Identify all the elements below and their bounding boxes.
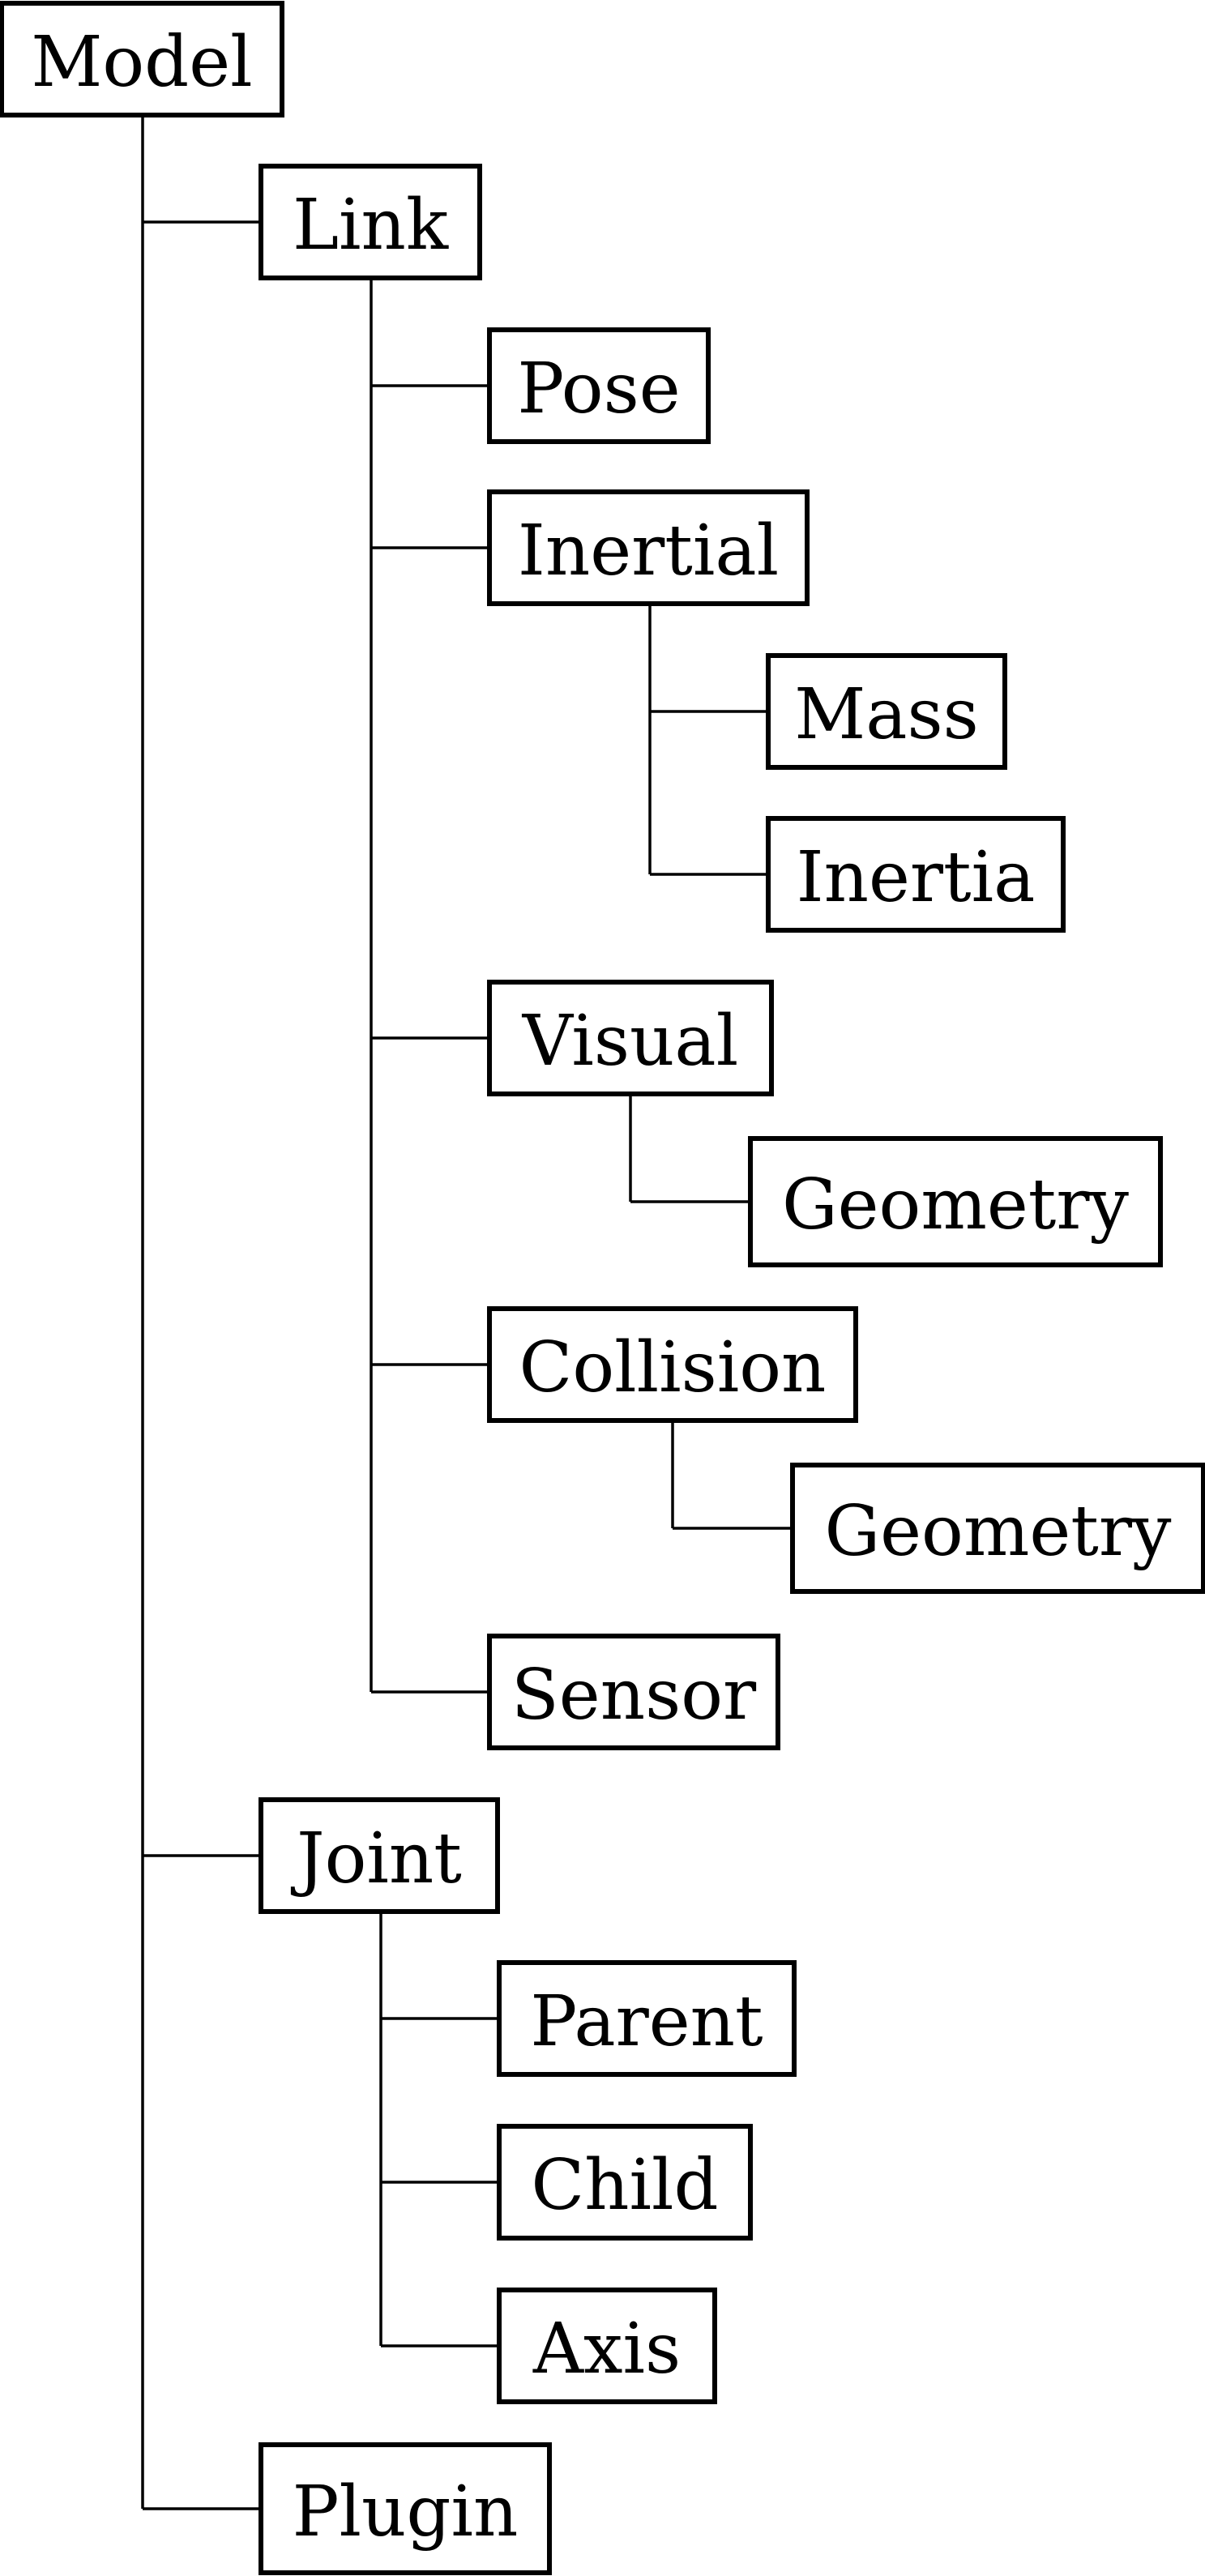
node-link: Link [259, 164, 482, 280]
node-geometry: Geometry [790, 1463, 1205, 1594]
node-box [487, 1306, 858, 1423]
node-mass: Mass [766, 653, 1007, 770]
node-box [766, 816, 1066, 933]
node-box [487, 1634, 780, 1750]
node-label: Child [531, 2145, 718, 2226]
node-axis: Axis [497, 2288, 717, 2404]
node-geometry: Geometry [748, 1136, 1163, 1267]
node-inertial: Inertial [487, 489, 810, 606]
node-box [487, 980, 774, 1096]
node-label: Plugin [293, 2471, 519, 2553]
node-plugin: Plugin [259, 2442, 552, 2575]
node-label: Geometry [782, 1164, 1129, 1245]
node-box [497, 2288, 717, 2404]
node-label: Pose [517, 348, 680, 429]
node-box [497, 1960, 797, 2077]
node-label: Inertia [797, 837, 1036, 918]
node-sensor: Sensor [487, 1634, 780, 1750]
node-joint: Joint [259, 1797, 500, 1914]
node-label: Mass [794, 674, 979, 755]
node-label: Sensor [511, 1655, 757, 1736]
node-pose: Pose [487, 327, 711, 444]
node-label: Axis [532, 2309, 681, 2390]
node-box [0, 1, 284, 117]
node-label: Parent [530, 1981, 763, 2062]
node-parent: Parent [497, 1960, 797, 2077]
node-label: Visual [522, 1001, 738, 1082]
tree-edges [141, 115, 793, 2510]
node-box [487, 489, 810, 606]
node-label: Link [293, 185, 449, 266]
node-box [487, 327, 711, 444]
node-box [259, 1797, 500, 1914]
node-label: Joint [290, 1818, 462, 1899]
node-box [790, 1463, 1205, 1594]
node-label: Model [31, 22, 252, 103]
node-label: Geometry [824, 1491, 1171, 1572]
node-label: Collision [519, 1327, 827, 1408]
node-model: Model [0, 1, 284, 117]
node-label: Inertial [518, 511, 779, 592]
node-visual: Visual [487, 980, 774, 1096]
node-collision: Collision [487, 1306, 858, 1423]
node-box [259, 2442, 552, 2575]
node-box [497, 2124, 753, 2241]
node-box [766, 653, 1007, 770]
node-child: Child [497, 2124, 753, 2241]
node-box [748, 1136, 1163, 1267]
node-inertia: Inertia [766, 816, 1066, 933]
node-box [259, 164, 482, 280]
